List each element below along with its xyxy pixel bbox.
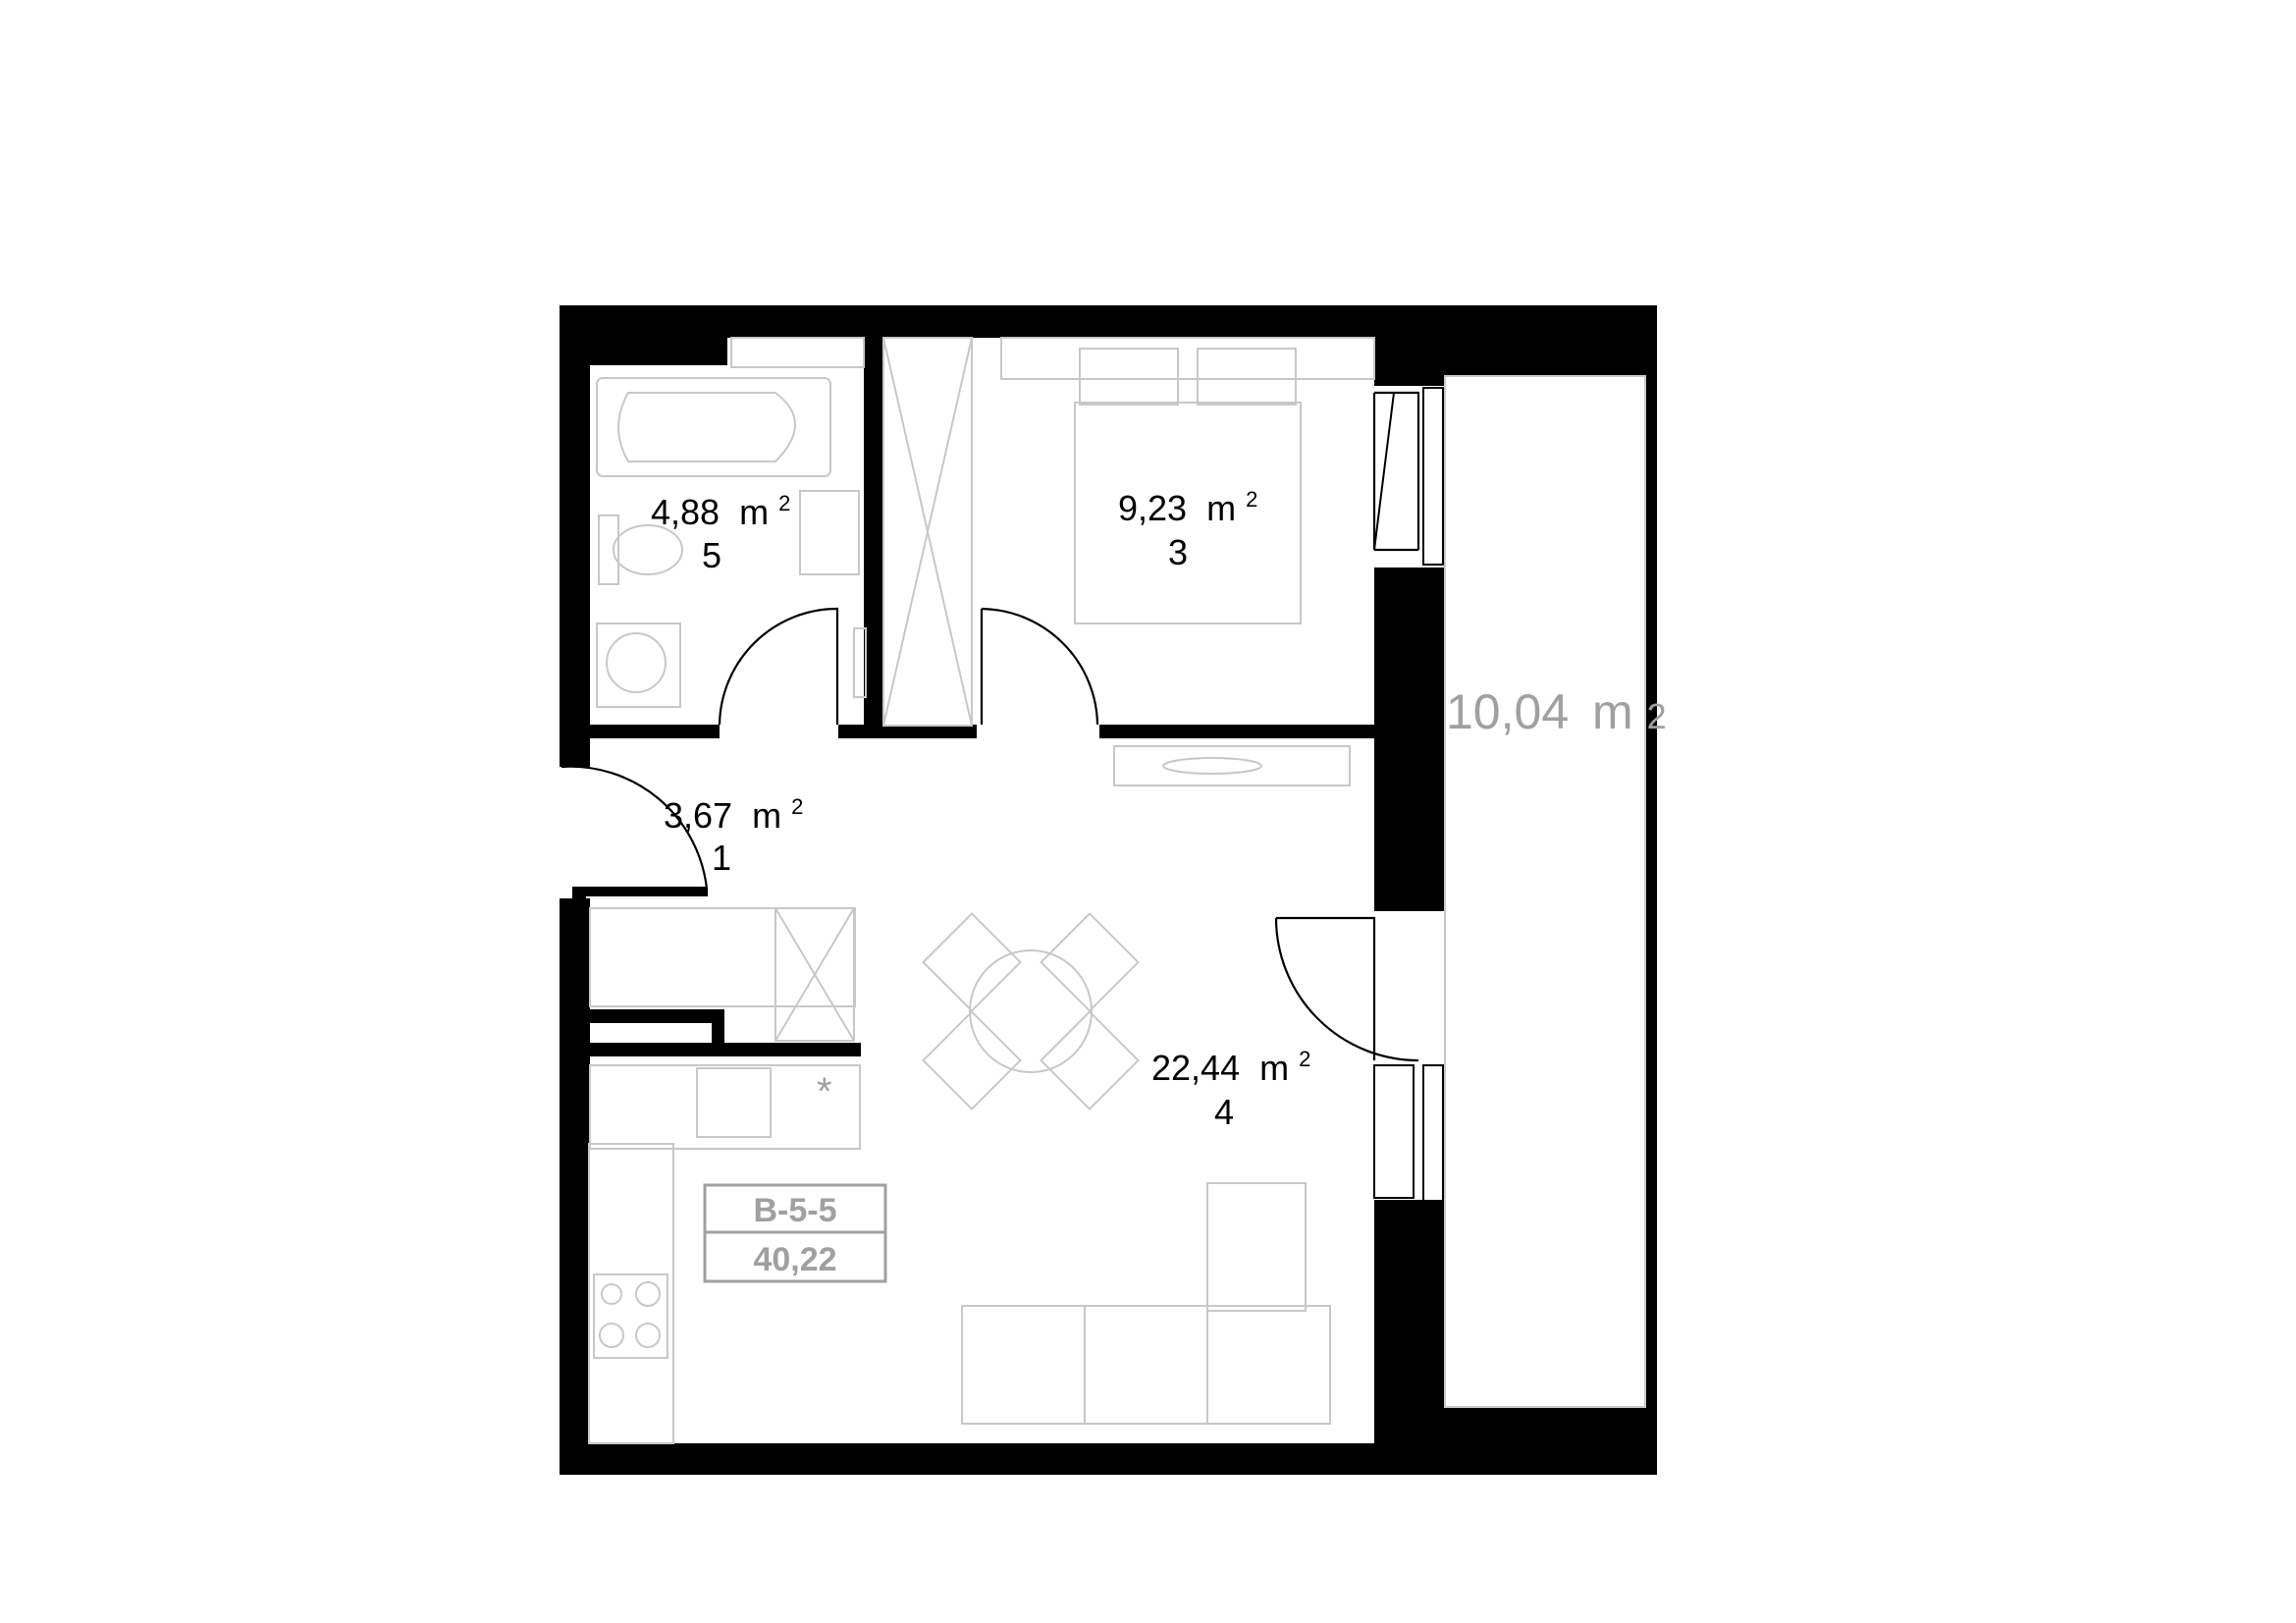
bathroom-number: 5 bbox=[702, 535, 721, 575]
balcony-area: 10,04 m 2 bbox=[1446, 684, 1667, 739]
living-area: 22,44 m 2 bbox=[1151, 1047, 1310, 1088]
bathroom-area: 4,88 m 2 bbox=[651, 491, 790, 532]
kitchen-counter bbox=[589, 1064, 861, 1150]
bathroom-door bbox=[718, 607, 839, 726]
hallway-area: 3,67 m 2 bbox=[664, 794, 803, 836]
bathroom-sink bbox=[799, 490, 860, 575]
toilet bbox=[598, 514, 619, 585]
bed bbox=[1074, 402, 1302, 624]
walls bbox=[560, 305, 1657, 1475]
unit-code: B-5-5 bbox=[753, 1192, 836, 1229]
bedroom-balcony-door bbox=[1372, 391, 1420, 552]
hallway-number: 1 bbox=[712, 838, 731, 878]
bedroom-door bbox=[980, 607, 1099, 726]
balcony-rail bbox=[1444, 375, 1646, 1408]
bedroom-number: 3 bbox=[1168, 532, 1188, 572]
living-number: 4 bbox=[1214, 1092, 1234, 1132]
tv-stand bbox=[1113, 745, 1351, 786]
windows bbox=[1373, 387, 1444, 1204]
washing-machine bbox=[596, 622, 681, 708]
dining-table bbox=[969, 949, 1093, 1073]
kitchen-hob bbox=[593, 1273, 668, 1359]
bedroom-area: 9,23 m 2 bbox=[1118, 487, 1257, 528]
bathtub bbox=[596, 377, 831, 477]
unit-tag: B-5-5 40,22 bbox=[703, 1183, 887, 1283]
asterisk-icon: * bbox=[817, 1070, 832, 1113]
bedroom-wardrobe bbox=[882, 337, 973, 727]
unit-total-area: 40,22 bbox=[753, 1241, 836, 1278]
balcony-door bbox=[1274, 916, 1419, 1062]
sofa bbox=[961, 1305, 1331, 1425]
room-labels: 4,88 m 2 5 9,23 m 2 3 3,67 m 2 1 22,44 m… bbox=[651, 487, 1667, 1132]
doors bbox=[561, 391, 1420, 1062]
hallway-wardrobe bbox=[589, 907, 856, 1007]
entrance-door bbox=[561, 765, 709, 896]
furniture: * bbox=[588, 337, 1646, 1444]
